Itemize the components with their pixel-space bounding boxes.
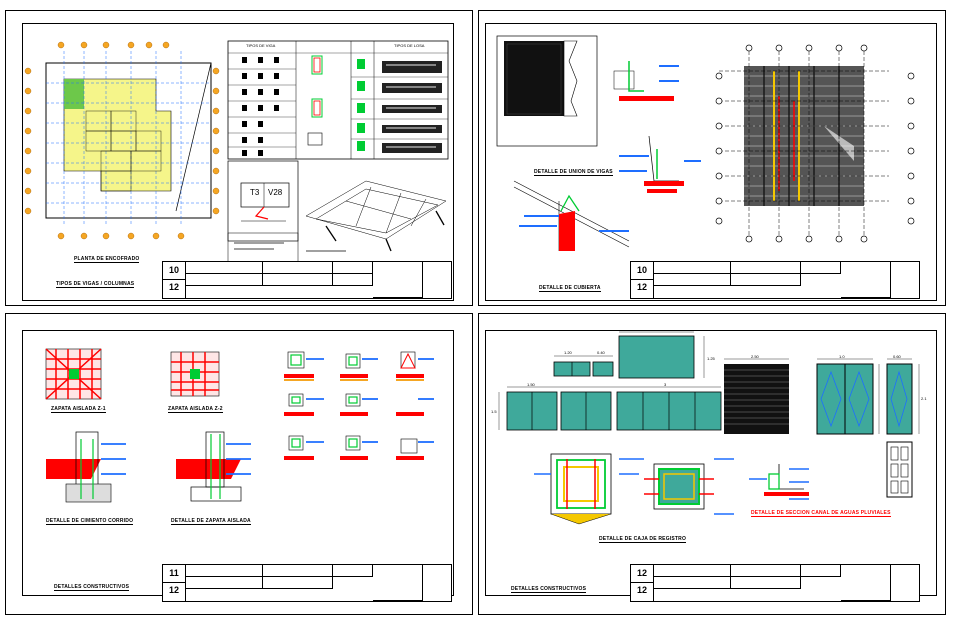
sheet-number: 11 12 (163, 565, 186, 601)
detail-label-v28: V28 (268, 188, 283, 197)
sheet-number-current: 10 (168, 265, 179, 275)
title-block-cell (263, 262, 333, 274)
sheet-number: 12 12 (631, 565, 654, 601)
sheet-frame (22, 23, 454, 301)
table-header-losa: TIPOS DE LOSA (394, 43, 425, 48)
sheet-number: 10 12 (631, 262, 654, 298)
sheet-number-current: 11 (169, 568, 179, 578)
dim-1-0: 1.0 (839, 354, 845, 359)
detail-caption-corrido: DETALLE DE CIMIENTO CORRIDO (46, 518, 134, 525)
detail-caption-canal: DETALLE DE SECCION CANAL DE AGUAS PLUVIA… (751, 510, 891, 517)
title-block: 11 12 (162, 564, 452, 602)
plan-encofrado-drawing (24, 40, 449, 264)
dim-0-60: 0.60 (893, 354, 901, 359)
sheet-subcaption: TIPOS DE VIGAS / COLUMNAS (56, 281, 135, 288)
sheet-caption: DETALLE DE CUBIERTA (539, 285, 601, 292)
dim-1-25: 1.25 (707, 356, 715, 361)
detail-caption-z1: ZAPATA AISLADA Z-1 (51, 406, 106, 413)
title-block-cell (185, 262, 263, 274)
sheet-number-total: 12 (631, 279, 653, 292)
title-block-cell (653, 565, 731, 577)
dim-3: 3 (664, 382, 667, 387)
dim-2-1: 2.1 (921, 396, 927, 401)
detail-caption-aislada: DETALLE DE ZAPATA AISLADA (171, 518, 251, 525)
sheet-caption: DETALLES CONSTRUCTIVOS (511, 586, 587, 593)
title-block-cell (333, 274, 373, 286)
detail-label-t3: T3 (250, 188, 260, 197)
dim-1-20: 1.20 (564, 350, 572, 355)
title-block-cell (333, 262, 373, 274)
title-block-cell (801, 262, 841, 274)
sheet-planta-encofrado: TIPOS DE VIGA TIPOS DE LOSA T3 V28 PLANT… (5, 10, 473, 306)
title-block-cell (263, 577, 333, 589)
title-block-cell (263, 274, 333, 286)
sheet-number-total: 12 (163, 582, 185, 595)
title-block-cell (373, 565, 423, 601)
title-block-cell (653, 577, 731, 589)
title-block-cell (731, 565, 801, 577)
title-block: 10 12 (162, 261, 452, 299)
sheet-cubierta: DETALLE DE UNION DE VIGAS DETALLE DE CUB… (478, 10, 946, 306)
title-block-cell (841, 262, 891, 298)
cimentacion-drawing (45, 348, 434, 503)
carpinteria-drawing (498, 331, 920, 525)
title-block-cell (185, 274, 263, 286)
detail-caption-caja: DETALLE DE CAJA DE REGISTRO (599, 536, 687, 543)
sheet-detalles-carpinteria: 1.20 0.40 1.50 3 2.50 1.0 0.60 2.1 1.25 … (478, 313, 946, 615)
title-block-cell (333, 565, 373, 577)
title-block-cell (841, 565, 891, 601)
title-block-cell (801, 565, 841, 577)
title-block-cell (185, 577, 263, 589)
title-block-cell (653, 262, 731, 274)
sheet-caption: PLANTA DE ENCOFRADO (74, 256, 140, 263)
sheet-number: 10 12 (163, 262, 186, 298)
title-block-cell (263, 565, 333, 577)
sheet-number-total: 12 (163, 279, 185, 292)
title-block: 12 12 (630, 564, 920, 602)
title-block-cell (731, 262, 801, 274)
sheet-number-total: 12 (631, 582, 653, 595)
sheet-detalles-cimentacion: ZAPATA AISLADA Z-1 ZAPATA AISLADA Z-2 DE… (5, 313, 473, 615)
table-header-vigas: TIPOS DE VIGA (246, 43, 276, 48)
cubierta-drawing (496, 35, 915, 251)
detail-caption-z2: ZAPATA AISLADA Z-2 (168, 406, 223, 413)
title-block-cell (731, 274, 801, 286)
sheet-number-current: 10 (636, 265, 647, 275)
sheet-number-current: 12 (636, 568, 647, 578)
title-block-cell (373, 262, 423, 298)
dim-2-50: 2.50 (751, 354, 759, 359)
title-block: 10 12 (630, 261, 920, 299)
sheet-frame (485, 23, 937, 301)
dim-0-40: 0.40 (597, 350, 605, 355)
title-block-cell (653, 274, 731, 286)
dim-1-5: 1.5 (491, 409, 497, 414)
sheet-subcaption: DETALLE DE UNION DE VIGAS (534, 169, 613, 176)
dim-1-50: 1.50 (527, 382, 535, 387)
sheet-caption: DETALLES CONSTRUCTIVOS (54, 584, 130, 591)
title-block-cell (185, 565, 263, 577)
title-block-cell (731, 577, 801, 589)
